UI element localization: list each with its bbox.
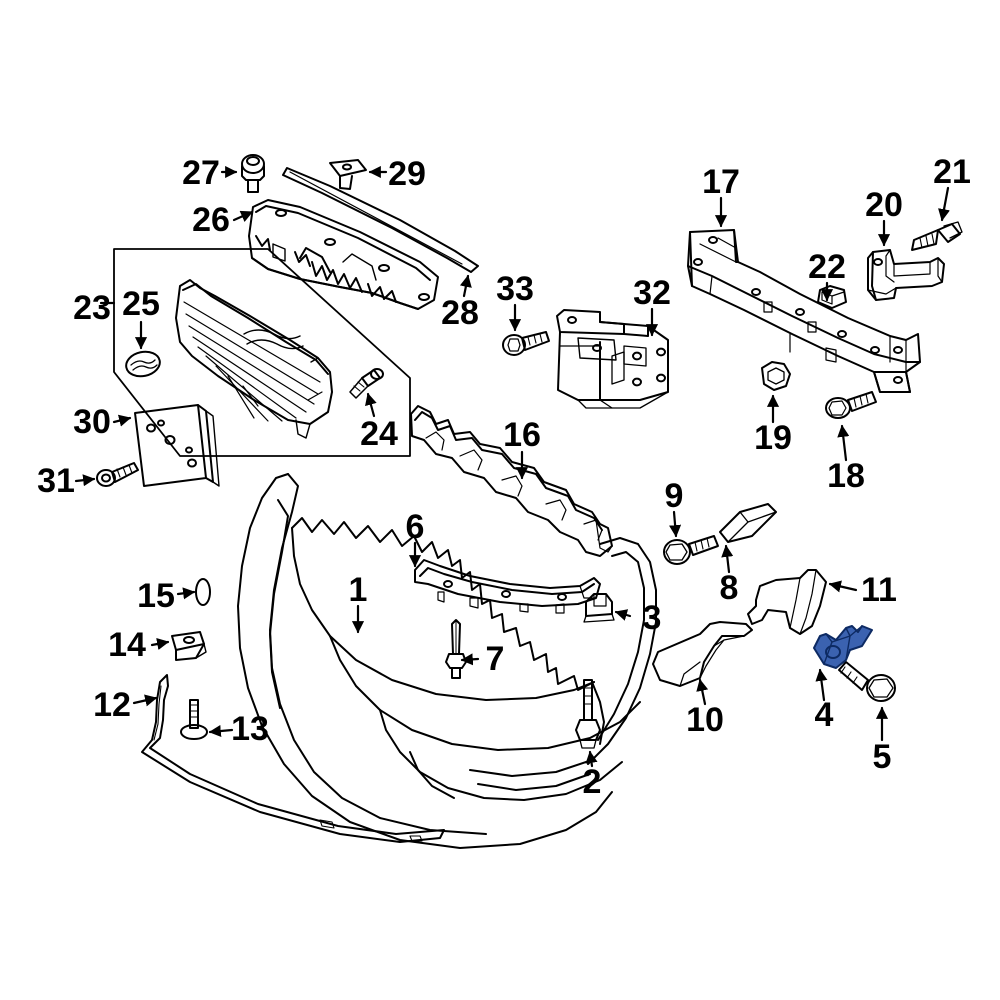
part-4-highlighted-bracket [813, 625, 873, 669]
part-10-side-bracket-left [652, 621, 753, 687]
part-23-front-grille [175, 279, 333, 439]
part-8-spacer-block [719, 503, 777, 543]
part-29-seal-clip [329, 159, 367, 190]
group-box-23 [113, 248, 411, 457]
part-19-flange-nut [761, 361, 791, 391]
callout-15[interactable]: 15 [137, 577, 175, 615]
part-12-front-spoiler-lip [141, 674, 445, 843]
callout-26[interactable]: 26 [192, 201, 230, 239]
callout-11[interactable]: 11 [861, 571, 897, 609]
callout-33[interactable]: 33 [496, 270, 534, 308]
callout-24[interactable]: 24 [360, 415, 398, 453]
callout-30[interactable]: 30 [73, 403, 111, 441]
part-1-front-bumper-cover [237, 473, 657, 849]
callout-28[interactable]: 28 [441, 294, 479, 332]
part-5-flange-bolt [838, 661, 896, 702]
callout-32[interactable]: 32 [633, 274, 671, 312]
part-27-push-clip [241, 154, 265, 193]
callout-22[interactable]: 22 [808, 248, 846, 286]
callout-2[interactable]: 2 [582, 763, 602, 801]
callout-6[interactable]: 6 [405, 508, 425, 546]
part-6-upper-retainer-strip [414, 559, 601, 614]
callout-21[interactable]: 21 [933, 153, 971, 191]
callout-8[interactable]: 8 [719, 569, 739, 607]
callout-4[interactable]: 4 [814, 696, 834, 734]
part-9-flange-bolt [663, 535, 719, 565]
part-2-long-bolt [575, 679, 601, 749]
part-20-tow-hook-bracket [867, 249, 945, 301]
callout-14[interactable]: 14 [108, 626, 146, 664]
part-25-emblem-badge [125, 350, 161, 378]
part-24-grille-screw [349, 368, 384, 399]
part-28-hood-seal-strip [282, 167, 479, 273]
part-18-bolt [825, 391, 877, 419]
callout-23[interactable]: 23 [73, 289, 111, 327]
callout-12[interactable]: 12 [93, 686, 131, 724]
part-11-side-bracket-right [747, 569, 827, 635]
callout-20[interactable]: 20 [865, 186, 903, 224]
callout-10[interactable]: 10 [686, 701, 724, 739]
callout-5[interactable]: 5 [872, 738, 892, 776]
part-30-license-plate-bracket [134, 404, 220, 487]
callout-25[interactable]: 25 [122, 285, 160, 323]
leader-arrows [74, 165, 950, 768]
part-21-bolt [911, 221, 963, 251]
callout-31[interactable]: 31 [37, 462, 75, 500]
callout-29[interactable]: 29 [388, 155, 426, 193]
part-14-retainer-clip [171, 631, 207, 661]
part-33-bolt [502, 331, 550, 356]
part-17-bumper-reinforcement-beam [687, 229, 921, 393]
callout-13[interactable]: 13 [231, 710, 269, 748]
callout-7[interactable]: 7 [485, 640, 505, 678]
callout-17[interactable]: 17 [702, 163, 740, 201]
callout-3[interactable]: 3 [642, 599, 662, 637]
part-16-energy-absorber [410, 405, 613, 557]
callout-9[interactable]: 9 [664, 477, 684, 515]
callout-27[interactable]: 27 [182, 154, 220, 192]
part-15-grommet-plug [195, 578, 211, 606]
callout-18[interactable]: 18 [827, 457, 865, 495]
callout-16[interactable]: 16 [503, 416, 541, 454]
part-32-crash-box [556, 309, 669, 409]
part-13-spoiler-screw [180, 699, 208, 740]
callout-19[interactable]: 19 [754, 419, 792, 457]
line-art-group [74, 154, 963, 849]
part-3-nut-clip [583, 593, 615, 623]
part-31-screw [96, 462, 139, 487]
callout-1[interactable]: 1 [348, 571, 368, 609]
